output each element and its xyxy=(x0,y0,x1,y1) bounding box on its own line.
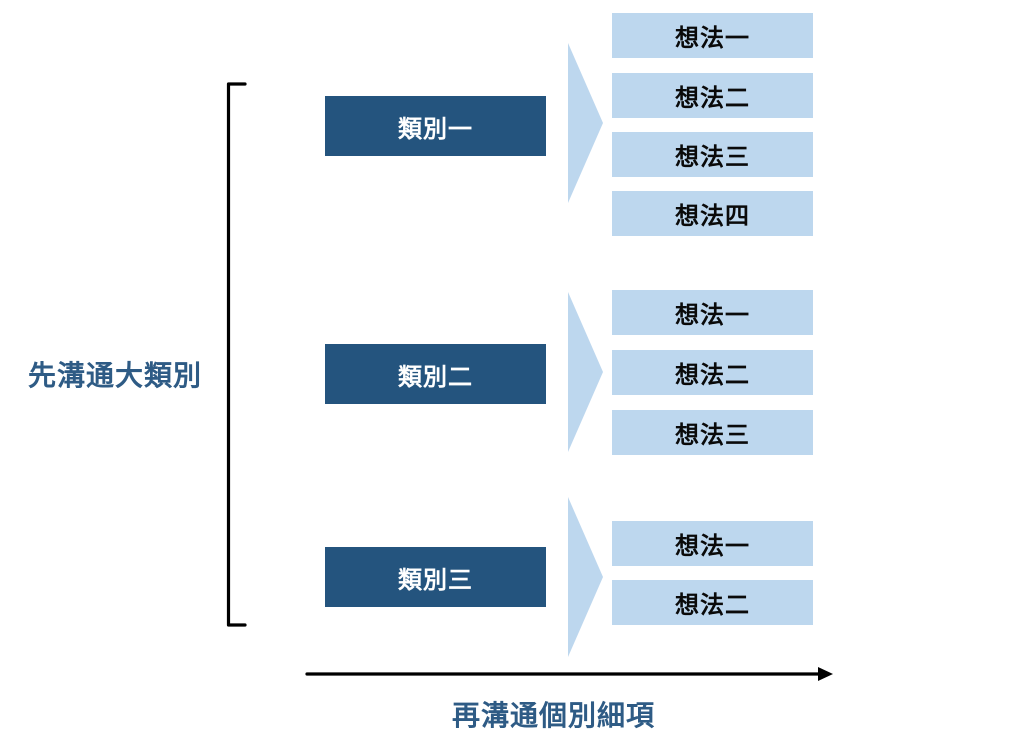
category-box-1: 類別一 xyxy=(325,96,546,156)
idea-box-2-3: 想法三 xyxy=(612,410,813,455)
idea-box-3-2: 想法二 xyxy=(612,580,813,625)
chevron-right-shape-3 xyxy=(568,497,603,657)
idea-box-2-2: 想法二 xyxy=(612,350,813,395)
idea-box-1-3: 想法三 xyxy=(612,132,813,177)
idea-box-1-1: 想法一 xyxy=(612,13,813,58)
idea-box-1-2: 想法二 xyxy=(612,73,813,118)
left-bracket xyxy=(226,82,247,627)
chevron-right-shape-1 xyxy=(568,43,603,203)
bottom-axis-arrow xyxy=(305,667,833,681)
chevron-right-shape-2 xyxy=(568,292,603,452)
category-box-3: 類別三 xyxy=(325,547,546,607)
bottom-axis-label: 再溝通個別細項 xyxy=(452,700,656,731)
idea-box-3-1: 想法一 xyxy=(612,521,813,566)
idea-box-1-4: 想法四 xyxy=(612,191,813,236)
left-axis-label: 先溝通大類別 xyxy=(28,360,203,391)
idea-box-2-1: 想法一 xyxy=(612,290,813,335)
category-box-2: 類別二 xyxy=(325,344,546,404)
